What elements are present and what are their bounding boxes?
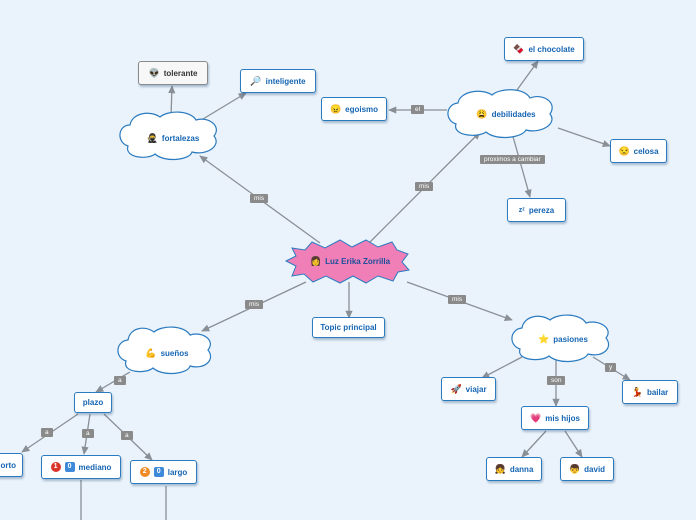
connector-chocolate [516, 60, 539, 91]
viajar-label: viajar [465, 384, 487, 394]
flexed-arm-icon: 💪 [145, 347, 157, 358]
corto-label: orto [0, 460, 16, 470]
egoismo-label: egoismo [345, 104, 379, 114]
fortalezas-cloud [119, 111, 217, 161]
relation-a-corto: a [41, 428, 53, 437]
topic-egoismo[interactable]: 😠 egoismo [321, 97, 387, 121]
worried-face-icon: 😩 [476, 108, 488, 119]
david-label: david [584, 464, 606, 474]
jealous-face-icon: 😒 [618, 145, 630, 156]
ninja-icon: 🥷 [146, 132, 158, 143]
topic-tolerante[interactable]: 👽 tolerante [138, 61, 208, 85]
topic-david[interactable]: 👦 david [560, 457, 614, 481]
inteligente-label: inteligente [265, 76, 306, 86]
alien-icon: 👽 [148, 67, 160, 78]
largo-label: largo [167, 467, 188, 477]
celosa-label: celosa [633, 146, 659, 156]
topic-plazo[interactable]: plazo [74, 392, 112, 413]
topic-mediano[interactable]: 1 0 mediano [41, 455, 121, 479]
topic-largo[interactable]: 2 0 largo [130, 460, 197, 484]
relation-a-largo: a [121, 431, 133, 440]
connector-plazo [95, 371, 131, 393]
tolerante-label: tolerante [163, 68, 198, 78]
angry-face-icon: 😠 [329, 103, 342, 114]
topic-chocolate[interactable]: 🍫 el chocolate [504, 37, 584, 61]
topic-hijos[interactable]: 💗 mis hijos [521, 406, 589, 430]
relation-el: el [411, 105, 425, 114]
topic-principal[interactable]: Topic principal [312, 317, 385, 338]
danna-label: danna [509, 464, 534, 474]
topic-debilidades[interactable]: 😩 debilidades [458, 106, 554, 122]
relation-a-plazo: a [114, 376, 126, 385]
relation-a-mediano: a [82, 429, 94, 438]
topic-pereza[interactable]: zᶻ pereza [507, 198, 566, 222]
boy-face-icon: 👦 [568, 463, 581, 474]
dancer-icon: 💃 [631, 386, 643, 397]
topic-viajar[interactable]: 🚀 viajar [441, 377, 496, 401]
priority-2-icon: 2 [139, 467, 150, 477]
mediano-label: mediano [78, 462, 112, 472]
heart-icon: 💗 [530, 412, 542, 423]
person-icon: 👩 [309, 255, 322, 266]
connector-david [564, 430, 583, 458]
topic-suenos[interactable]: 💪 sueños [122, 345, 212, 361]
relation-proximos-a-cambiar: proximos a cambiar [480, 155, 545, 164]
topic-danna[interactable]: 👧 danna [486, 457, 542, 481]
progress-0-icon: 0 [153, 467, 164, 477]
relation-mis-pasiones: mis [448, 295, 467, 304]
principal-label: Topic principal [320, 323, 377, 332]
suenos-cloud [117, 326, 212, 375]
connector-danna [521, 430, 547, 458]
pasiones-cloud [511, 314, 610, 363]
relation-mis-debilidades: mis [415, 182, 434, 191]
topic-celosa[interactable]: 😒 celosa [610, 139, 667, 163]
relation-y: y [605, 363, 617, 372]
bailar-label: bailar [646, 387, 669, 397]
central-topic-shape [284, 239, 410, 284]
chocolate-label: el chocolate [528, 44, 575, 54]
star-icon: ⭐ [538, 333, 550, 344]
magnifier-icon: 🔎 [250, 75, 262, 86]
topic-bailar[interactable]: 💃 bailar [622, 380, 678, 404]
topic-corto[interactable]: orto [0, 453, 23, 477]
suenos-label: sueños [160, 348, 189, 358]
chocolate-bar-icon: 🍫 [513, 43, 525, 54]
connector-pereza [511, 132, 532, 198]
topic-fortalezas[interactable]: 🥷 fortalezas [128, 130, 218, 146]
priority-1-icon: 1 [50, 462, 61, 472]
connector-inteligente [202, 92, 247, 120]
pasiones-label: pasiones [553, 334, 588, 344]
topic-pasiones[interactable]: ⭐ pasiones [518, 331, 608, 347]
plazo-label: plazo [82, 398, 104, 407]
debilidades-label: debilidades [491, 109, 536, 119]
girl-face-icon: 👧 [494, 463, 506, 474]
hijos-label: mis hijos [545, 413, 580, 423]
progress-0-icon: 0 [64, 462, 75, 472]
connector-celosa [557, 127, 611, 148]
rocket-icon: 🚀 [450, 383, 462, 394]
central-topic-label: Luz Erika Zorrilla [325, 256, 391, 266]
topic-inteligente[interactable]: 🔎 inteligente [240, 69, 316, 93]
central-topic[interactable]: 👩 Luz Erika Zorrilla [300, 253, 400, 269]
relation-mis-fortalezas: mis [250, 194, 269, 203]
connector-viajar [481, 356, 523, 379]
debilidades-cloud [447, 89, 553, 139]
relation-mis-suenos: mis [245, 300, 264, 309]
relation-son: son [547, 376, 566, 385]
sleeping-zzz-icon: zᶻ [518, 206, 525, 214]
fortalezas-label: fortalezas [161, 133, 200, 143]
pereza-label: pereza [528, 205, 555, 215]
